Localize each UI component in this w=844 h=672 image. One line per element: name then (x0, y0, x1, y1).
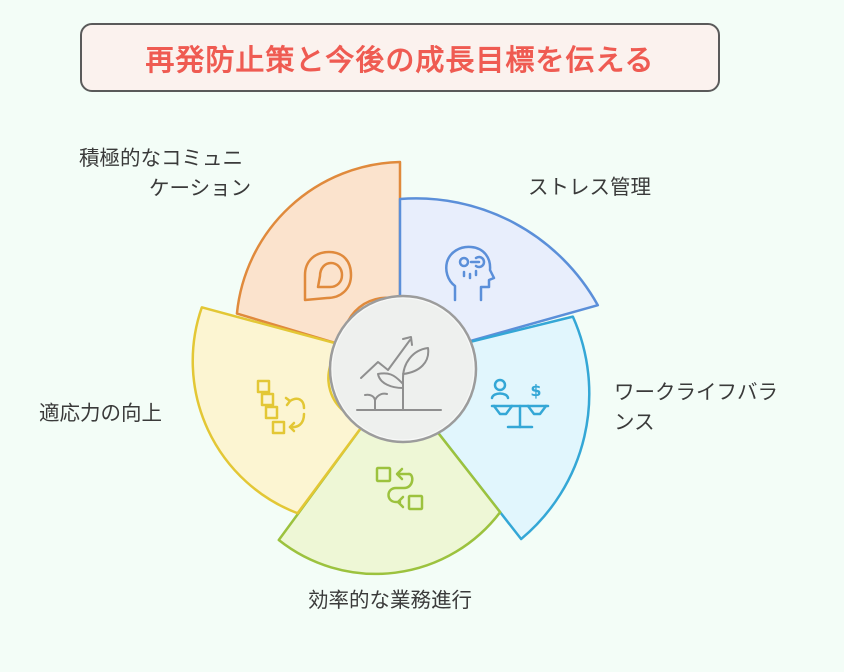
center-circle (328, 294, 478, 444)
balance-scale-icon: $ (490, 378, 550, 429)
label-efficiency: 効率的な業務進行 (308, 588, 472, 612)
blocks-icon (256, 379, 306, 435)
label-stress: ストレス管理 (528, 175, 651, 199)
svg-text:$: $ (530, 381, 541, 400)
label-adaptability: 適応力の向上 (39, 401, 162, 425)
segment-adaptability[interactable] (191, 306, 368, 515)
growth-plant-icon (356, 336, 442, 411)
page-title: 再発防止策と今後の成長目標を伝える (145, 42, 655, 77)
title-box: 再発防止策と今後の成長目標を伝える (80, 23, 720, 92)
head-rain-icon (445, 245, 496, 302)
workflow-icon (375, 466, 424, 511)
label-work-life: ワークライフバラ ンス (614, 380, 778, 434)
chat-bubble-icon (303, 250, 353, 302)
label-communication: 積極的なコミュニ ケーション (79, 146, 252, 200)
